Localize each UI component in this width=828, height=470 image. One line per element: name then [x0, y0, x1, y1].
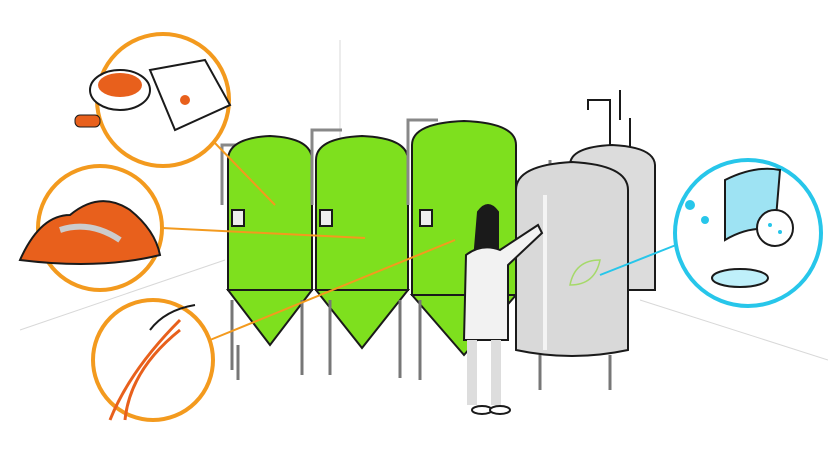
steel-tank-front: [515, 160, 629, 390]
green-tank-2: [310, 128, 411, 378]
orange-connectors: [161, 139, 456, 341]
textile-waste-icon: [18, 164, 164, 292]
scientist: [462, 204, 544, 415]
bioproduct-icon: [673, 158, 823, 308]
tank-cone: [225, 289, 315, 347]
green-tank-1: [220, 134, 315, 380]
cyan-connector: [599, 244, 677, 276]
wheat-icon: [91, 298, 215, 422]
food-waste-icon: [74, 32, 232, 168]
room-lines: [19, 40, 828, 361]
leaf-icon: [569, 259, 601, 286]
